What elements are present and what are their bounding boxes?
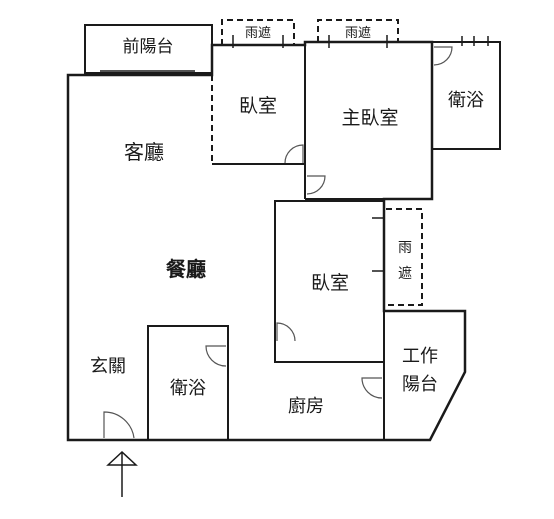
- label-living-room: 客廳: [124, 140, 164, 164]
- label-bedroom-lower: 臥室: [311, 272, 349, 294]
- label-utility-balcony-1: 工作: [402, 346, 438, 367]
- balcony-sliding-door: [100, 70, 195, 76]
- canopy-top-right-outline: [317, 19, 399, 42]
- label-front-balcony: 前陽台: [123, 37, 174, 57]
- label-bathroom-master: 衛浴: [448, 90, 484, 111]
- label-utility-balcony-2: 陽台: [402, 374, 438, 395]
- canopies: [211, 19, 423, 306]
- label-canopy-side-1: 雨: [398, 240, 412, 256]
- window-marks: [232, 35, 489, 272]
- label-dining-room: 餐廳: [166, 257, 206, 281]
- label-bathroom-common: 衛浴: [170, 378, 206, 399]
- label-master-bedroom: 主臥室: [341, 107, 398, 129]
- canopy-top-left-outline: [221, 19, 295, 45]
- label-bedroom-upper: 臥室: [239, 95, 277, 117]
- entrance-arrow-icon: [106, 450, 138, 497]
- label-entrance-hall: 玄關: [90, 356, 126, 377]
- label-canopy-top-right: 雨遮: [345, 25, 371, 41]
- canopy-side-outline: [386, 208, 423, 306]
- room-labels: 前陽台 雨遮 雨遮 臥室 主臥室 衛浴 客廳 餐廳 臥室 雨 遮 玄關 衛浴 廚…: [90, 25, 484, 417]
- label-kitchen: 廚房: [288, 395, 324, 417]
- label-canopy-top-left: 雨遮: [245, 25, 271, 41]
- label-canopy-side-2: 遮: [398, 266, 412, 282]
- door-swings: [103, 46, 453, 439]
- bedroom-upper-dashed-edge: [211, 75, 305, 165]
